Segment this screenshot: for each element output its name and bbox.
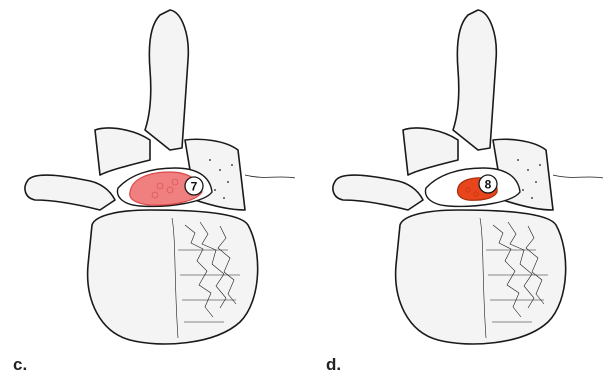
marker-label: 8 — [485, 178, 492, 192]
left-lamina — [95, 128, 150, 175]
panel-letter: d. — [326, 355, 341, 375]
left-transverse-process — [25, 175, 115, 210]
pedicle-line — [245, 175, 295, 178]
pedicle-line — [553, 175, 603, 178]
spinous-process — [453, 10, 496, 150]
left-transverse-process — [333, 175, 423, 210]
vertebra-illustration-c: 7 — [0, 0, 307, 381]
vertebral-body — [88, 210, 258, 344]
left-lamina — [403, 128, 458, 175]
panel-d: 8 d. — [308, 0, 615, 381]
panel-letter: c. — [13, 355, 27, 375]
marker-label: 7 — [191, 180, 198, 194]
spinous-process — [145, 10, 188, 150]
panel-c: 7 c. — [0, 0, 307, 381]
vertebra-illustration-d: 8 — [308, 0, 615, 381]
vertebral-body — [396, 210, 566, 344]
